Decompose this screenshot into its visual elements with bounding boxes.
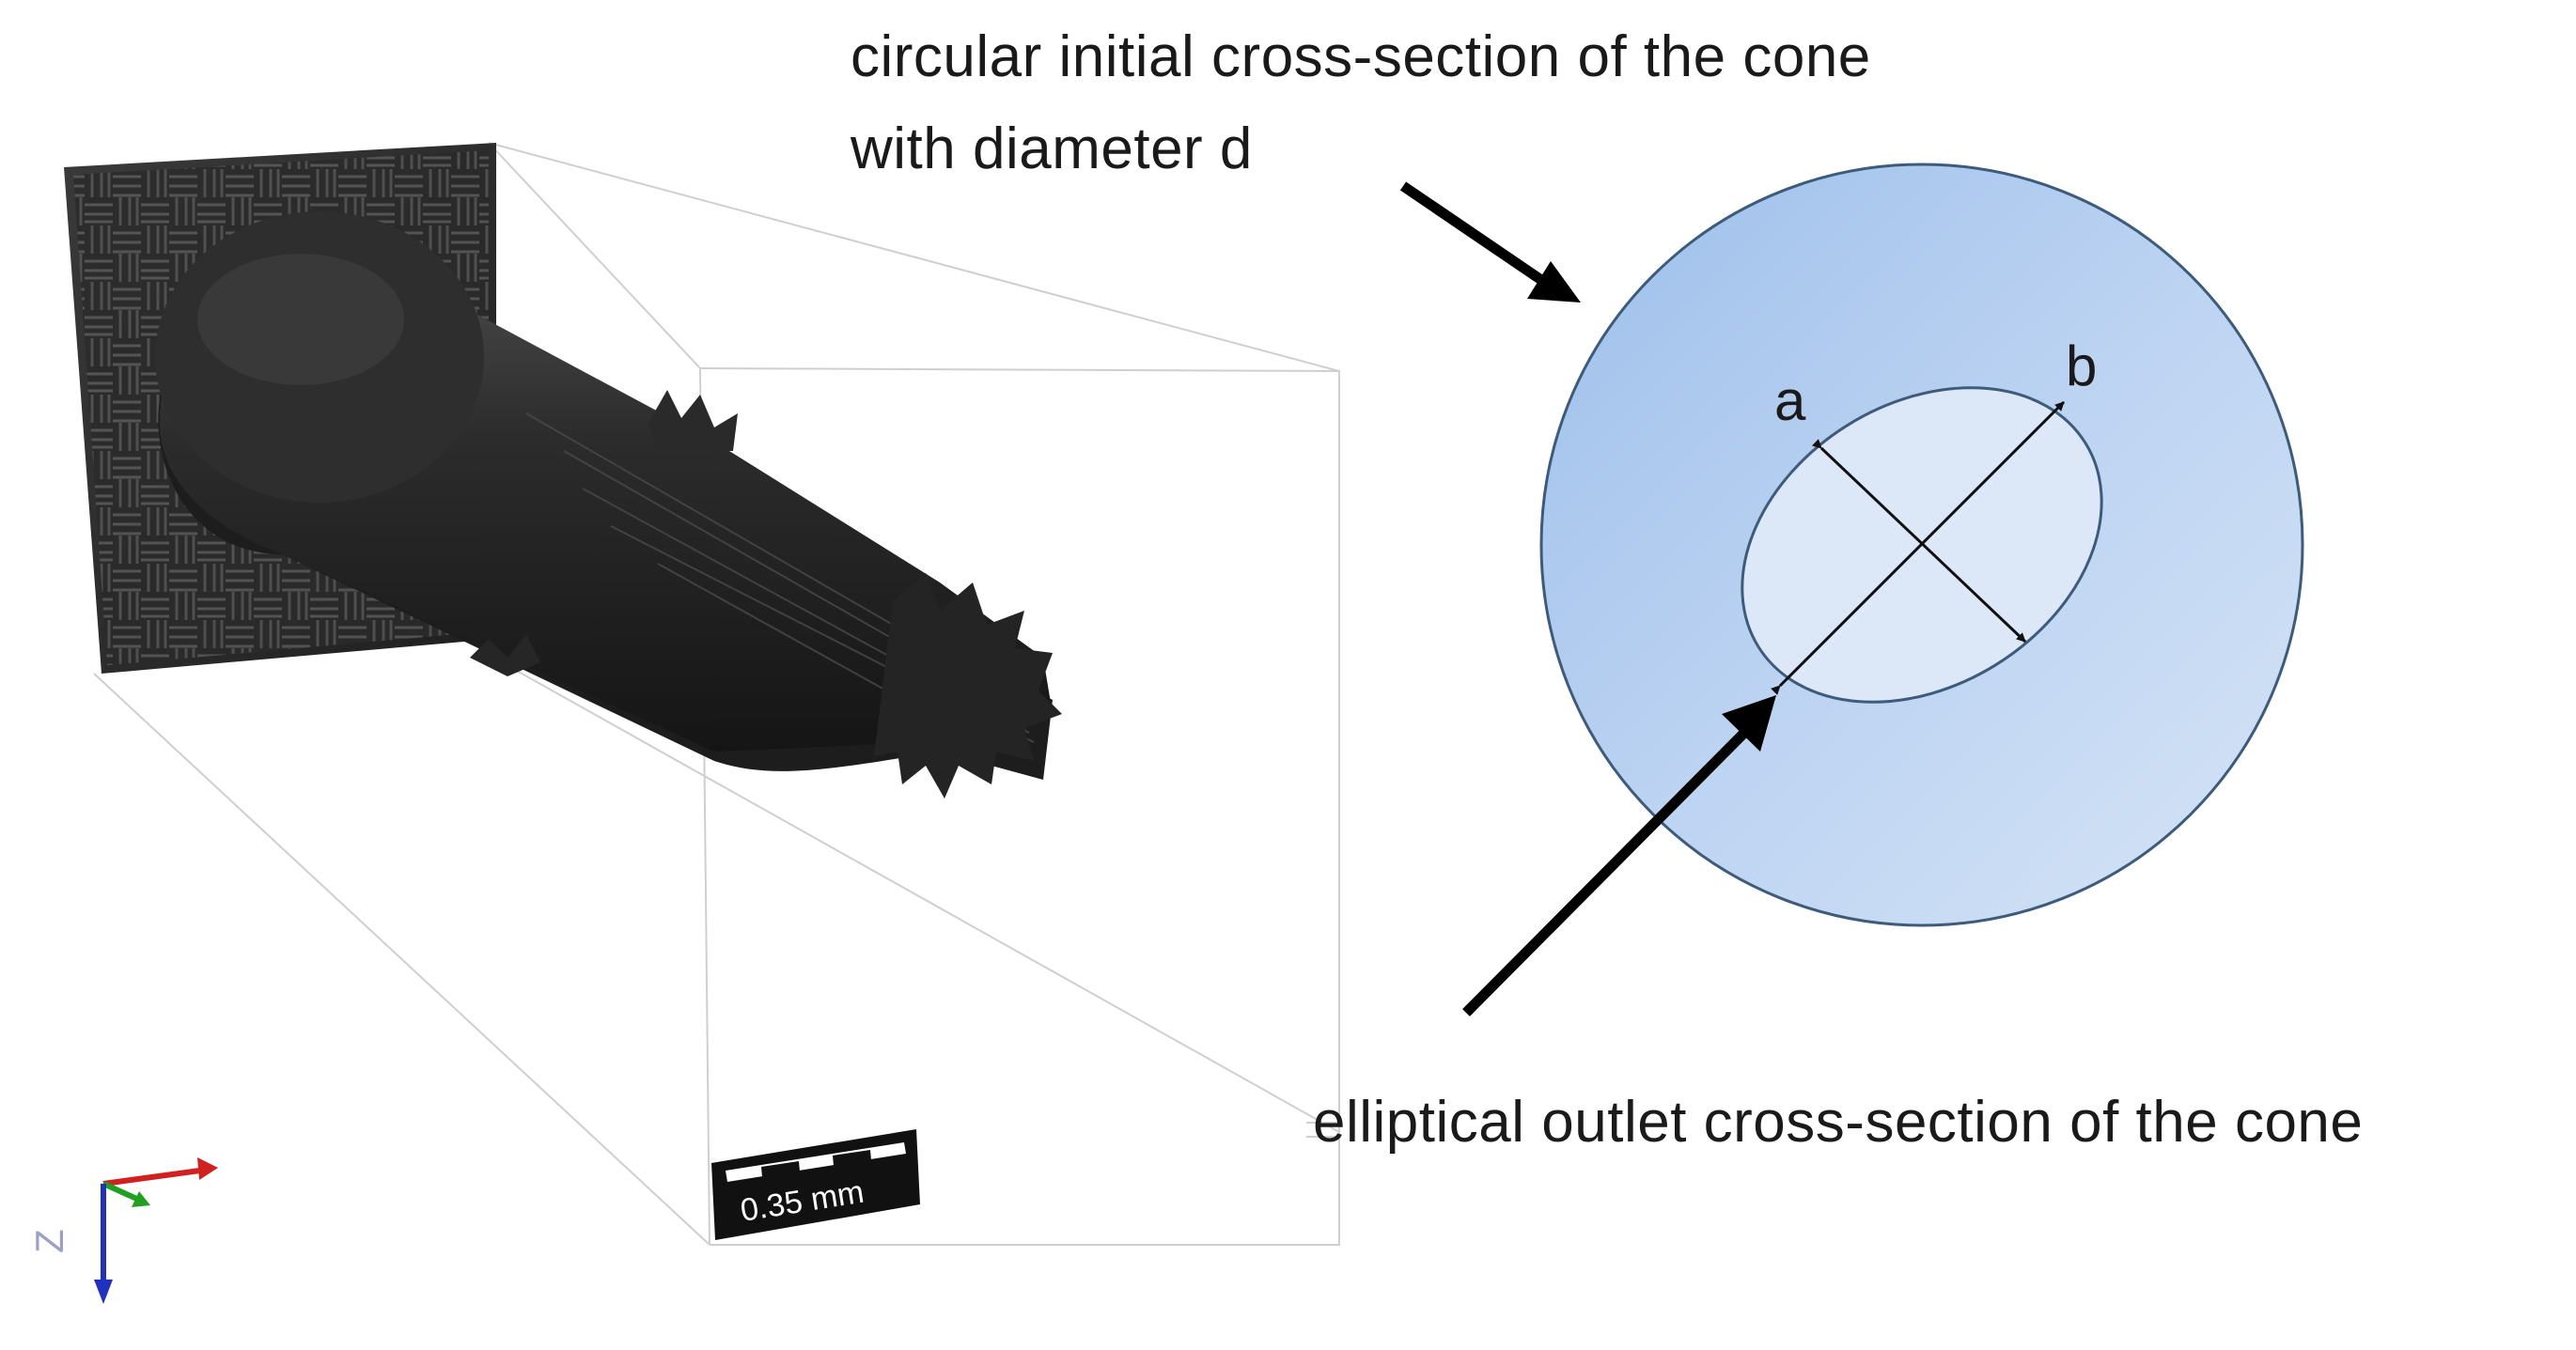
box-edge <box>93 673 710 1246</box>
box-edge <box>699 367 1340 372</box>
cone-body <box>155 211 1062 799</box>
box-edge <box>488 142 701 369</box>
scale-bar: 0.35 mm <box>711 1129 920 1240</box>
x-axis-arrow <box>102 1167 208 1187</box>
box-edge <box>488 142 1340 1246</box>
z-axis-label: Z <box>27 1229 71 1253</box>
orientation-triad: Z <box>27 1157 218 1304</box>
cross-section-diagram <box>1539 163 2304 927</box>
box-edge <box>492 657 1340 1133</box>
outlet-pointer-arrow-head <box>1722 695 1776 752</box>
outlet-pointer-arrow <box>1462 727 1750 1016</box>
outlet-caption: elliptical outlet cross-section of the c… <box>1313 1090 2364 1155</box>
z-axis-arrow-head <box>94 1280 113 1304</box>
axis-b-arrow <box>1771 400 2066 695</box>
pointer-arrows <box>1399 181 1776 1016</box>
inlet-pointer-arrow-head <box>1527 261 1581 303</box>
axis-a-label: a <box>1774 369 1806 432</box>
y-axis-arrow <box>101 1181 143 1203</box>
axis-b-label: b <box>2066 334 2098 397</box>
inlet-caption-line2: with diameter d <box>851 116 1253 181</box>
x-axis-arrow-head <box>197 1157 218 1180</box>
inlet-caption-line1: circular initial cross-section of the co… <box>851 24 1871 89</box>
inlet-pointer-arrow <box>1399 181 1545 285</box>
y-axis-arrow-head <box>132 1191 150 1207</box>
